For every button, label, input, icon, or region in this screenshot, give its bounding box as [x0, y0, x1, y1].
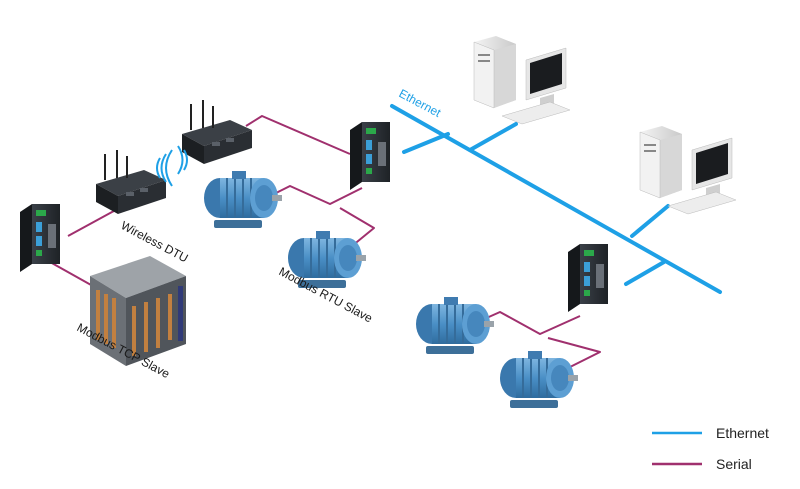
- ethernet-drop-pc1: [468, 122, 518, 152]
- legend: Ethernet Serial: [652, 425, 769, 472]
- legend-item-serial: Serial: [652, 456, 752, 472]
- pc-workstation-2: [639, 125, 737, 215]
- plc-rack: [90, 256, 186, 366]
- ethernet-links: [390, 104, 722, 294]
- wireless-dtu-right: [182, 100, 252, 164]
- motor-3: [416, 297, 494, 354]
- serial-motor3: [481, 311, 581, 335]
- ethernet-drop-gateway2: [624, 260, 666, 286]
- legend-item-ethernet: Ethernet: [652, 425, 769, 441]
- motor-1: [204, 171, 282, 228]
- ethernet-line-label: Ethernet: [397, 86, 444, 120]
- gateway-center: [350, 122, 390, 190]
- serial-dtu-gateway: [245, 115, 351, 155]
- wireless-dtu-label: Wireless DTU: [119, 218, 191, 265]
- legend-label-serial: Serial: [716, 456, 752, 472]
- serial-motor4: [547, 337, 601, 369]
- wireless-dtu-left: [96, 150, 166, 214]
- serial-gateway-dtu: [67, 207, 121, 237]
- legend-label-ethernet: Ethernet: [716, 425, 769, 441]
- pc-workstation-1: [473, 35, 571, 125]
- wireless-signal-icon: [156, 145, 188, 187]
- serial-motor2: [339, 207, 375, 247]
- gateway-left: [20, 204, 60, 272]
- ethernet-drop-gateway1: [402, 132, 450, 154]
- ethernet-drop-pc2: [630, 204, 670, 238]
- motor-4: [500, 351, 578, 408]
- gateway-right: [568, 244, 608, 312]
- serial-links: [49, 115, 601, 369]
